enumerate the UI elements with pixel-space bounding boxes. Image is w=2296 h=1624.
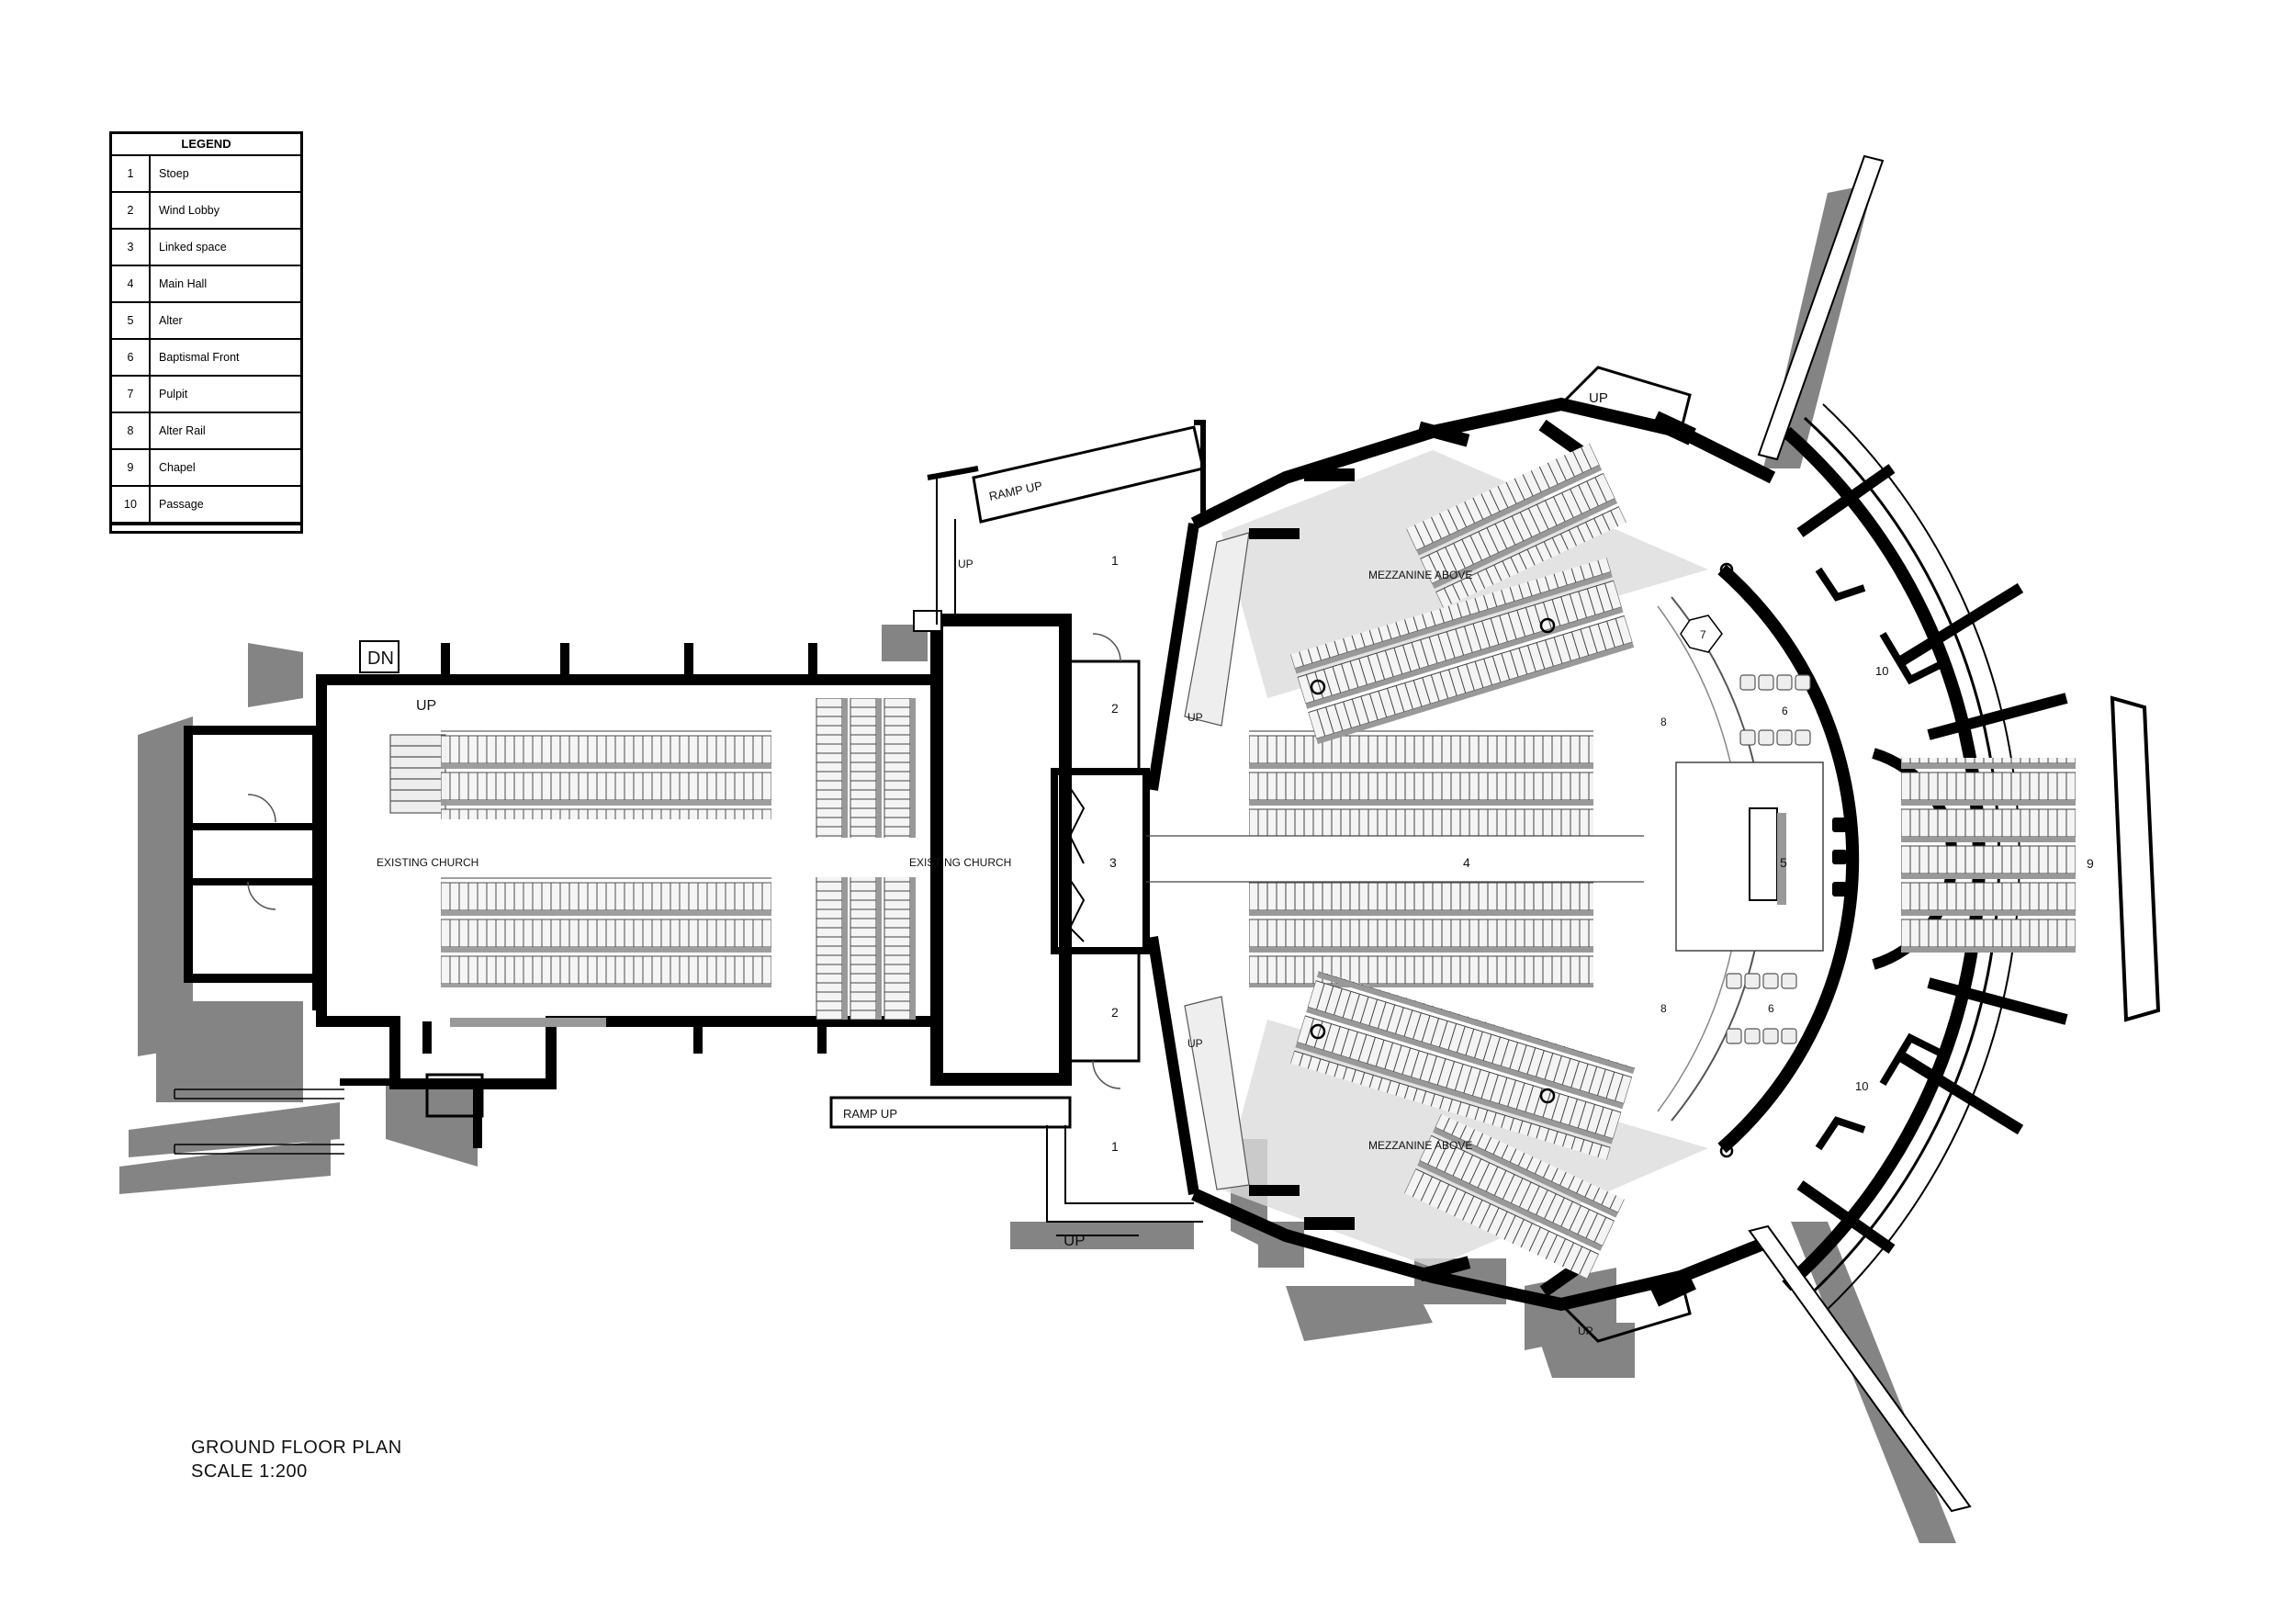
legend-name: Main Hall — [159, 277, 208, 290]
legend-row: 1 Stoep — [112, 156, 300, 193]
plan-caption: GROUND FLOOR PLAN SCALE 1:200 — [191, 1436, 402, 1483]
legend-row: 6 Baptismal Front — [112, 340, 300, 377]
label-ramp-up-bottom: RAMP UP — [843, 1107, 897, 1121]
legend-name: Alter — [159, 314, 183, 327]
new-church — [1146, 154, 2161, 1513]
legend-row: 9 Chapel — [112, 450, 300, 487]
plan-title: GROUND FLOOR PLAN — [191, 1438, 402, 1458]
legend-name: Wind Lobby — [159, 204, 220, 217]
legend-footer-line — [112, 524, 300, 531]
label-up-6: UP — [1589, 390, 1608, 406]
legend-row: 7 Pulpit — [112, 377, 300, 413]
label-room-1-top: 1 — [1111, 553, 1119, 568]
plan-scale: SCALE 1:200 — [191, 1461, 308, 1482]
legend-row: 8 Alter Rail — [112, 413, 300, 450]
label-room-10-bottom: 10 — [1855, 1079, 1868, 1093]
legend-row: 4 Main Hall — [112, 266, 300, 303]
label-room-10-top: 10 — [1875, 664, 1888, 678]
legend-name: Passage — [159, 498, 204, 511]
legend-num: 3 — [112, 230, 151, 265]
legend-row: 2 Wind Lobby — [112, 193, 300, 230]
existing-church — [174, 610, 1072, 1155]
label-existing-church-right: EXISTING CHURCH — [909, 856, 1011, 869]
label-dn: DN — [367, 648, 394, 669]
label-room-4: 4 — [1463, 855, 1470, 870]
label-room-1-bottom: 1 — [1111, 1139, 1119, 1154]
legend-row: 5 Alter — [112, 303, 300, 340]
label-room-2-bottom: 2 — [1111, 1005, 1119, 1020]
legend-num: 6 — [112, 340, 151, 375]
legend-name: Chapel — [159, 461, 196, 474]
legend-num: 10 — [112, 487, 151, 522]
legend-row: 10 Passage — [112, 487, 300, 524]
label-up-4: UP — [1187, 1037, 1203, 1050]
legend-title: LEGEND — [112, 134, 300, 156]
legend-num: 4 — [112, 266, 151, 301]
label-room-8-bottom: 8 — [1660, 1002, 1667, 1015]
label-room-8-top: 8 — [1660, 716, 1667, 728]
legend-num: 9 — [112, 450, 151, 485]
legend-row: 3 Linked space — [112, 230, 300, 266]
label-room-3: 3 — [1109, 855, 1117, 870]
label-mezzanine-above-bottom: MEZZANINE ABOVE — [1368, 1139, 1472, 1152]
plan-labels: EXISTING CHURCH EXISTING CHURCH MEZZANIN… — [367, 390, 2094, 1337]
label-room-9: 9 — [2087, 856, 2094, 871]
label-room-6-top: 6 — [1782, 705, 1788, 717]
link-space — [829, 420, 1206, 1236]
label-room-7: 7 — [1700, 628, 1706, 641]
legend-num: 7 — [112, 377, 151, 412]
label-up-1: UP — [958, 558, 974, 570]
legend-name: Pulpit — [159, 388, 188, 400]
legend-num: 8 — [112, 413, 151, 448]
label-up-5: UP — [1064, 1232, 1086, 1249]
legend-num: 1 — [112, 156, 151, 191]
label-mezzanine-above-top: MEZZANINE ABOVE — [1368, 569, 1472, 581]
label-up-7: UP — [1578, 1325, 1593, 1337]
label-room-2-top: 2 — [1111, 701, 1119, 716]
label-room-5: 5 — [1780, 855, 1787, 870]
label-up-3: UP — [1187, 711, 1203, 724]
legend-num: 5 — [112, 303, 151, 338]
label-room-6-bottom: 6 — [1768, 1002, 1774, 1015]
legend-num: 2 — [112, 193, 151, 228]
legend-name: Alter Rail — [159, 424, 206, 437]
label-up-2: UP — [416, 698, 436, 714]
legend-name: Stoep — [159, 167, 189, 180]
legend-name: Linked space — [159, 241, 227, 254]
label-existing-church-left: EXISTING CHURCH — [377, 856, 478, 869]
legend-name: Baptismal Front — [159, 351, 240, 364]
